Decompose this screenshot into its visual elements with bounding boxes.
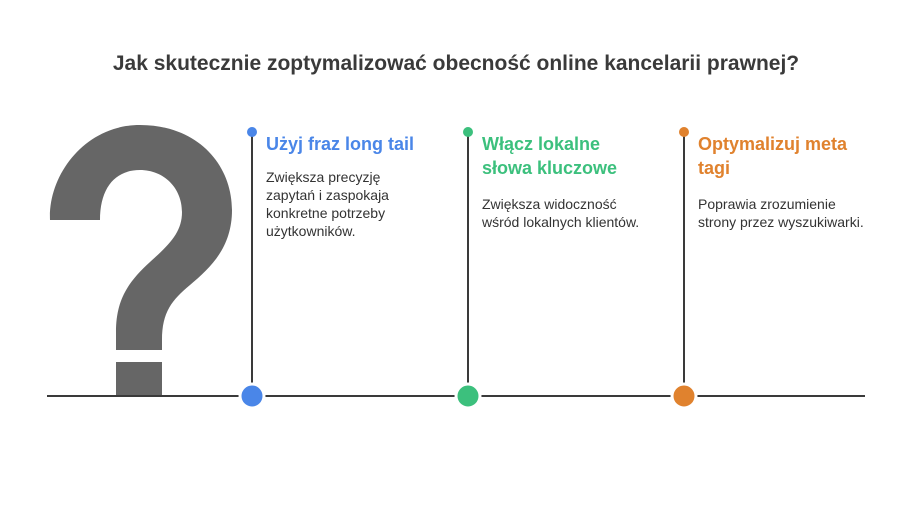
item-description-1: Zwiększa precyzję zapytań i zaspokaja ko… [266,169,389,239]
timeline-node-2 [454,382,482,410]
item-description-3: Poprawia zrozumienie strony przez wyszuk… [698,196,864,230]
timeline-top-dot-2 [463,127,473,137]
timeline-top-dot-1 [247,127,257,137]
timeline-node-3 [670,382,698,410]
item-heading-1: Użyj fraz long tail [266,134,415,154]
question-mark-icon [49,125,233,397]
timeline-node-1 [238,382,266,410]
item-heading-3: Optymalizuj meta tagi [698,134,848,178]
item-description-2: Zwiększa widoczność wśród lokalnych klie… [482,196,640,230]
timeline-top-dot-3 [679,127,689,137]
item-heading-2: Włącz lokalne słowa kluczowe [482,134,618,178]
page-title: Jak skutecznie zoptymalizować obecność o… [112,52,800,75]
